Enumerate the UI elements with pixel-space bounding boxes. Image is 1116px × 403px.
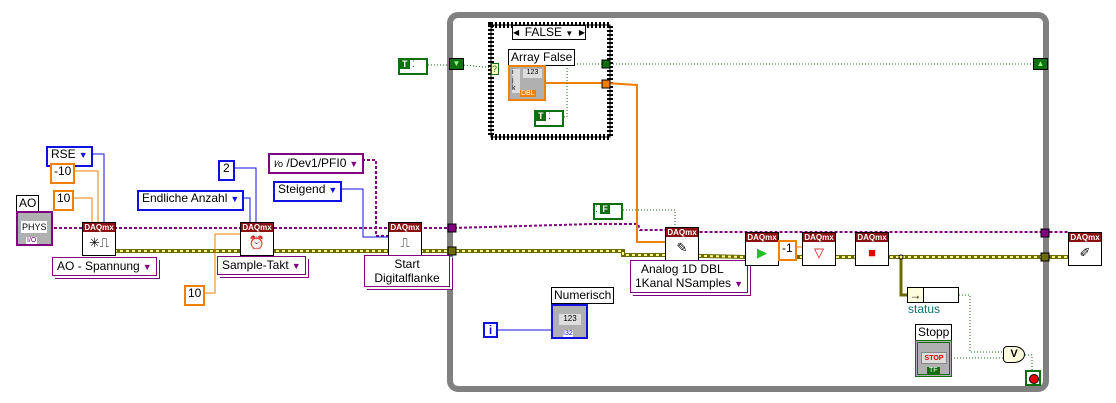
- trigger-node[interactable]: DAQmx⎍: [388, 222, 422, 256]
- samples-constant[interactable]: 10: [184, 285, 206, 306]
- case-selector-terminal: ?: [491, 63, 499, 75]
- or-gate[interactable]: V: [1003, 346, 1025, 363]
- play-icon: ▶: [757, 245, 767, 260]
- true-constant-inner[interactable]: T ⁚: [534, 110, 564, 127]
- while-loop-frame: [447, 12, 1049, 392]
- error-tunnel-out: [1040, 252, 1050, 262]
- trigger-source-constant[interactable]: I⁄o /Dev1/PFI0▼: [268, 153, 365, 174]
- clock-icon: ⏰: [248, 235, 266, 250]
- wait-node[interactable]: DAQmx▽: [802, 232, 836, 266]
- write-node[interactable]: DAQmx✎: [665, 227, 699, 261]
- create-channel-node[interactable]: DAQmx✳⎍: [82, 222, 116, 256]
- stop-square-icon: ■: [868, 245, 876, 260]
- iteration-terminal: i: [483, 322, 498, 338]
- rate-constant[interactable]: 2: [218, 160, 235, 181]
- create-channel-icon: ✳⎍: [89, 235, 109, 250]
- true-constant[interactable]: T ⁚: [398, 58, 428, 75]
- ao-channel-control[interactable]: PHYS I/O: [16, 211, 53, 246]
- start-task-node[interactable]: DAQmx▶: [745, 232, 779, 266]
- loop-condition-terminal[interactable]: [1025, 370, 1041, 386]
- sample-mode-enum[interactable]: Endliche Anzahl▼: [137, 190, 245, 211]
- ao-label: AO: [16, 195, 40, 212]
- stop-label: Stopp: [915, 324, 953, 341]
- array-tunnel: [601, 79, 611, 89]
- error-tunnel-in: [447, 246, 457, 256]
- task-tunnel-in: [447, 223, 457, 233]
- task-tunnel-out: [1040, 228, 1050, 238]
- clear-task-node[interactable]: DAQmx✐: [1068, 232, 1102, 266]
- yield-icon: ▽: [814, 245, 824, 260]
- shift-register-right[interactable]: ▲: [1033, 58, 1048, 70]
- array-label: Array False: [508, 49, 576, 66]
- edge-enum[interactable]: Steigend▼: [273, 181, 343, 202]
- io-icon: I⁄o: [274, 159, 284, 169]
- stop-button-terminal[interactable]: STOP TF: [915, 340, 952, 377]
- digital-edge-icon: ⎍: [400, 235, 410, 250]
- timing-selector[interactable]: Sample-Takt▼: [217, 256, 306, 275]
- ao-value: PHYS: [21, 221, 47, 233]
- create-channel-selector[interactable]: AO - Spannung▼: [52, 257, 157, 276]
- timing-node[interactable]: DAQmx⏰: [240, 222, 274, 256]
- timeout-constant[interactable]: -1: [778, 240, 797, 261]
- numeric-indicator: 123 I32: [551, 304, 588, 339]
- io-tag: I/O: [26, 237, 38, 244]
- bool-tunnel: [601, 59, 611, 69]
- stop-sign-icon: [1029, 374, 1039, 384]
- numeric-label: Numerisch: [551, 287, 615, 304]
- max-value-constant[interactable]: 10: [53, 190, 75, 211]
- false-constant[interactable]: ⁚ F: [593, 203, 623, 220]
- status-unbundle[interactable]: → status: [907, 287, 959, 316]
- min-value-constant[interactable]: -10: [50, 163, 76, 184]
- shift-register-left[interactable]: ▼: [449, 58, 464, 70]
- case-selector[interactable]: ◀FALSE ▼▶: [512, 25, 586, 40]
- dropdown-arrow-icon: ▼: [78, 150, 88, 160]
- stop-task-node[interactable]: DAQmx■: [855, 232, 889, 266]
- eraser-icon: ✐: [1079, 245, 1091, 260]
- pencil-icon: ✎: [676, 240, 688, 255]
